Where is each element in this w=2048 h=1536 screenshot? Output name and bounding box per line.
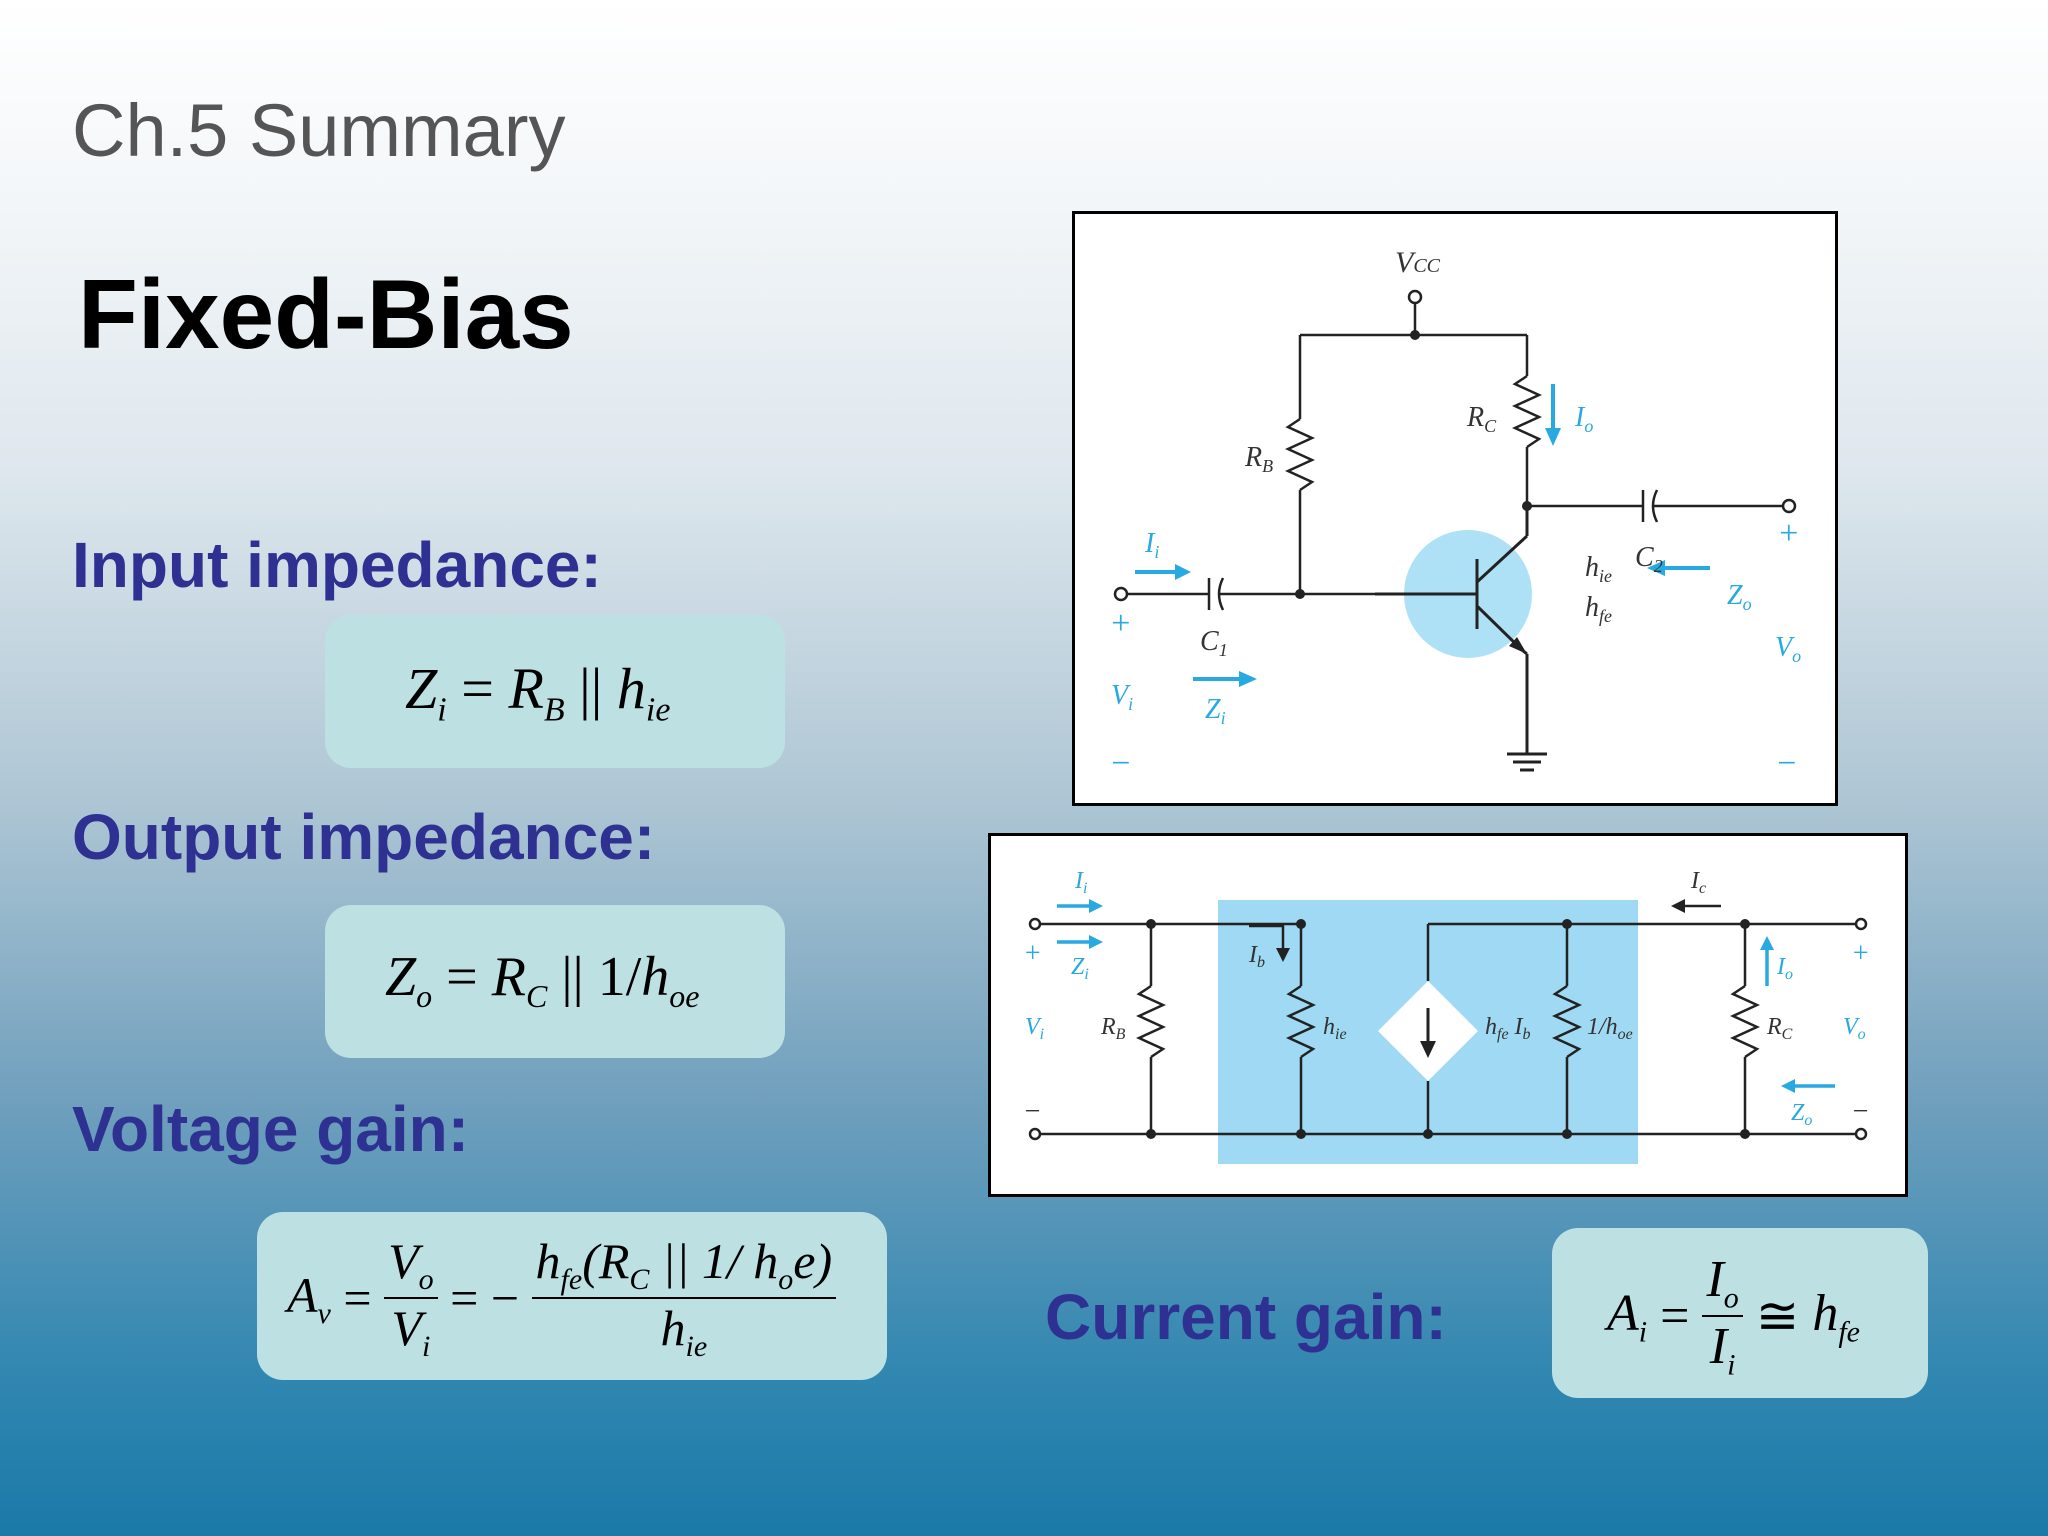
svg-text:Ic: Ic: [1690, 868, 1706, 897]
schematic-svg: VCC RB RC Io Ii C1 C2 hie hfe Zi Zo Vi V…: [1109, 246, 1801, 782]
svg-text:Zo: Zo: [1791, 1100, 1812, 1129]
svg-text:Zi: Zi: [1205, 694, 1226, 728]
output-impedance-formula: Zo = RC || 1/hoe: [385, 946, 700, 1015]
svg-text:VCC: VCC: [1395, 246, 1441, 279]
current-gain-label: Current gain:: [1045, 1281, 1447, 1353]
svg-text:hie: hie: [1323, 1014, 1347, 1043]
ground-icon: [1507, 752, 1547, 772]
svg-text:+: +: [1023, 938, 1042, 969]
svg-text:Ib: Ib: [1248, 942, 1265, 971]
current-gain-formula: Ai = Io Ii ≅ hfe: [1607, 1251, 1860, 1382]
hybrid-equivalent-diagram: Ii Zi Vi RB Ib hie hfe Ib 1/hoe Ic Io RC…: [988, 833, 1908, 1197]
svg-text:hfe Ib: hfe Ib: [1485, 1014, 1531, 1043]
svg-text:+: +: [1777, 515, 1800, 552]
current-gain-formula-box: Ai = Io Ii ≅ hfe: [1552, 1228, 1928, 1398]
svg-text:Ii: Ii: [1144, 528, 1159, 562]
svg-text:Io: Io: [1776, 954, 1793, 983]
voltage-gain-label: Voltage gain:: [72, 1093, 470, 1165]
svg-text:1/hoe: 1/hoe: [1587, 1014, 1633, 1043]
svg-text:−: −: [1023, 1096, 1042, 1127]
equivalent-svg: Ii Zi Vi RB Ib hie hfe Ib 1/hoe Ic Io RC…: [1023, 868, 1870, 1164]
rc-resistor-icon: [1511, 374, 1543, 449]
svg-text:RC: RC: [1466, 402, 1497, 436]
svg-text:C2: C2: [1635, 542, 1663, 576]
svg-text:hfe: hfe: [1585, 592, 1612, 626]
svg-text:Vo: Vo: [1775, 632, 1801, 666]
svg-text:RB: RB: [1100, 1014, 1126, 1043]
rc-resistor-icon: [1729, 984, 1761, 1059]
svg-text:Zo: Zo: [1727, 580, 1752, 614]
svg-text:Vi: Vi: [1025, 1014, 1044, 1043]
slide-title: Fixed-Bias: [78, 259, 574, 369]
hie-resistor-icon: [1285, 984, 1317, 1059]
input-impedance-formula-box: Zi = RB || hie: [325, 615, 785, 768]
vcc-terminal-icon: [1407, 289, 1423, 305]
fixed-bias-schematic: VCC RB RC Io Ii C1 C2 hie hfe Zi Zo Vi V…: [1072, 211, 1838, 806]
output-impedance-label: Output impedance:: [72, 801, 656, 873]
rb-resistor-icon: [1284, 417, 1316, 492]
rb-resistor-icon: [1135, 984, 1167, 1059]
svg-text:+: +: [1851, 938, 1870, 969]
svg-text:−: −: [1851, 1096, 1870, 1127]
svg-text:Zi: Zi: [1071, 954, 1089, 983]
svg-text:Io: Io: [1574, 402, 1593, 436]
hoe-resistor-icon: [1551, 984, 1583, 1059]
svg-text:C1: C1: [1200, 626, 1228, 660]
svg-text:Vo: Vo: [1843, 1014, 1866, 1043]
input-impedance-formula: Zi = RB || hie: [405, 656, 671, 729]
voltage-gain-formula: Av = Vo Vi = − hfe(RC || 1/ hoe) hie: [287, 1232, 837, 1364]
svg-text:+: +: [1109, 605, 1132, 642]
svg-text:−: −: [1775, 745, 1798, 782]
svg-text:RC: RC: [1766, 1014, 1793, 1043]
svg-text:−: −: [1109, 745, 1132, 782]
input-impedance-label: Input impedance:: [72, 529, 602, 601]
svg-text:RB: RB: [1244, 442, 1273, 476]
chapter-title: Ch.5 Summary: [72, 89, 566, 172]
svg-text:Ii: Ii: [1074, 868, 1087, 897]
svg-text:hie: hie: [1585, 552, 1612, 586]
svg-text:Vi: Vi: [1111, 680, 1133, 714]
output-impedance-formula-box: Zo = RC || 1/hoe: [325, 905, 785, 1058]
voltage-gain-formula-box: Av = Vo Vi = − hfe(RC || 1/ hoe) hie: [257, 1212, 887, 1380]
